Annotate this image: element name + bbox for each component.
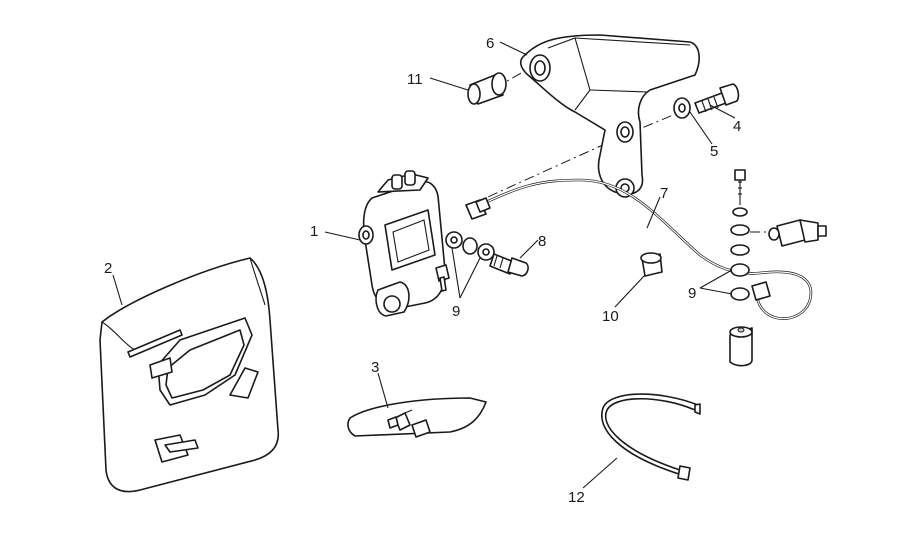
callout-3: 3 — [371, 359, 379, 376]
brake-caliper-part — [358, 170, 450, 317]
callout-1: 1 — [310, 223, 318, 240]
brake-hose-part — [465, 178, 813, 320]
leader-lines — [112, 41, 736, 489]
banjo-bolt-part — [489, 253, 529, 277]
callout-7: 7 — [660, 185, 668, 202]
callout-9-right: 9 — [688, 285, 696, 302]
crush-washers-left — [445, 231, 495, 261]
callout-4: 4 — [733, 118, 741, 135]
callout-10: 10 — [602, 308, 619, 325]
callout-labels: 1 2 3 4 5 6 7 8 9 9 10 11 12 — [104, 35, 741, 506]
brake-pad-kit-bag — [99, 257, 280, 493]
callout-9-left: 9 — [452, 303, 460, 320]
callout-5: 5 — [710, 143, 718, 160]
callout-8: 8 — [538, 233, 546, 250]
washer-part — [673, 97, 691, 119]
bleeder-kit-bag — [347, 397, 487, 438]
brake-switch-assembly — [729, 169, 827, 367]
callout-11: 11 — [407, 71, 423, 88]
bolt-part — [694, 83, 740, 114]
cable-tie-part — [601, 393, 701, 481]
callout-2: 2 — [104, 260, 112, 277]
bushing-part — [467, 72, 507, 105]
caliper-bracket-part — [519, 34, 700, 198]
grommet-part — [640, 252, 663, 277]
callout-6: 6 — [486, 35, 494, 52]
callout-12: 12 — [568, 489, 585, 506]
